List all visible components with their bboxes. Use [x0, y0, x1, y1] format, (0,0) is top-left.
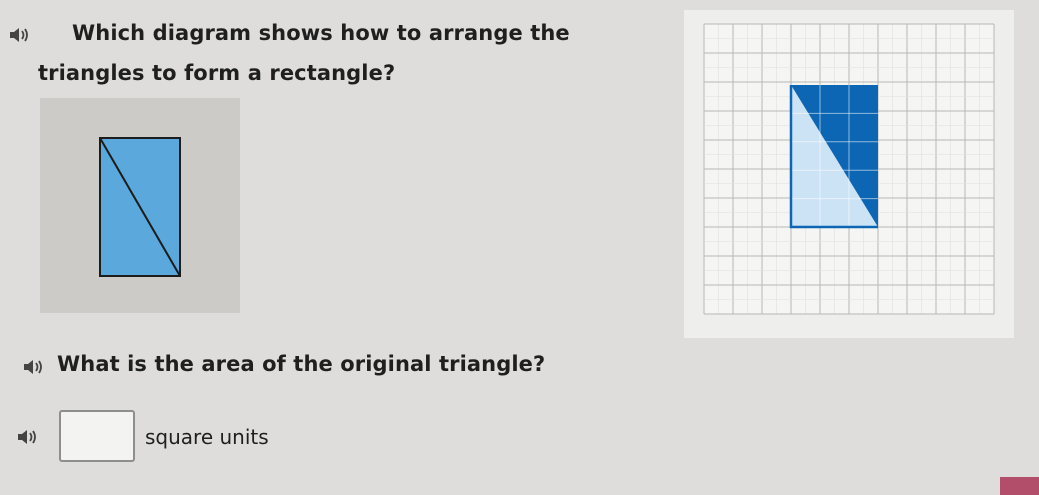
question-1-line-1: Which diagram shows how to arrange the — [72, 21, 570, 45]
audio-button-answer[interactable] — [16, 428, 38, 446]
audio-button-question-1[interactable] — [8, 26, 30, 44]
question-2-text: What is the area of the original triangl… — [57, 352, 546, 376]
speaker-icon — [10, 28, 28, 42]
audio-button-question-2[interactable] — [22, 358, 44, 376]
diagram-choice[interactable] — [40, 98, 240, 313]
speaker-icon — [24, 360, 42, 374]
grid-graphic — [703, 23, 995, 315]
area-answer-input[interactable] — [59, 410, 135, 462]
rectangle-diagram — [99, 137, 181, 277]
dark-triangle — [791, 85, 878, 227]
speaker-icon — [18, 430, 36, 444]
light-triangle-edge — [789, 85, 878, 229]
next-button[interactable] — [1000, 477, 1039, 495]
units-label: square units — [145, 425, 269, 449]
grid-diagram — [684, 10, 1014, 338]
question-1-line-2: triangles to form a rectangle? — [38, 61, 396, 85]
